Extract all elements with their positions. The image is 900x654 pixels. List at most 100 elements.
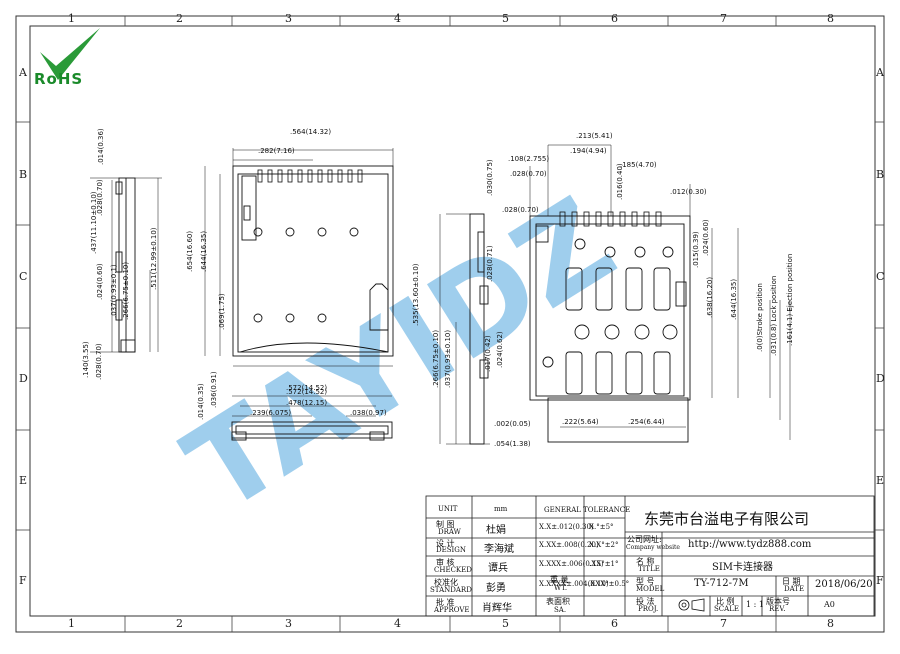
side-dimension-1: .030(0.75) — [486, 159, 494, 196]
approve-name: 肖辉华 — [482, 603, 512, 614]
surface-label: 表面积 — [546, 597, 570, 606]
side-dimension-4: .266(6.75±0.10) — [432, 329, 440, 388]
website-label-en: Company website — [626, 544, 680, 551]
approve-label-en: APPROVE — [434, 606, 470, 614]
grid-row-b-right: B — [876, 168, 885, 181]
main-dimension-10: .644(16.35) — [730, 278, 738, 320]
unit-label: UNIT — [438, 505, 458, 513]
left-dimension-2: .437(11.10±0.10) — [90, 191, 98, 254]
main-dimension-0: .213(5.41) — [576, 132, 613, 140]
main-view — [529, 144, 791, 443]
main-dimension-12: .254(6.44) — [628, 418, 665, 426]
left-dimension-5: .266(6.75±0.10) — [122, 261, 130, 320]
rev-label-en: REV. — [769, 605, 786, 613]
left-dimension-7: .140(3.55) — [82, 341, 90, 378]
main-dimension-13: .0(0)Stroke position — [756, 283, 764, 352]
grid-col-3-bottom: 3 — [285, 617, 292, 630]
left-dimension-8: .028(0.70) — [95, 343, 103, 380]
checked-label: 审 核 — [436, 558, 455, 567]
main-dimension-1: .108(2.755) — [508, 155, 550, 163]
date-value: 2018/06/20 — [815, 579, 873, 590]
top-dimension-3: .644(16.35) — [200, 230, 208, 272]
main-dimension-9: .638(16.20) — [706, 276, 714, 318]
grid-row-e: E — [19, 474, 28, 487]
model-label-en: MODEL — [636, 585, 665, 593]
left-dimension-4: .037(0.93±0.1) — [110, 264, 118, 318]
rev-value: A0 — [824, 600, 835, 609]
tol-3: X.XXX±.006(0.15) — [539, 560, 604, 568]
grid-row-f: F — [19, 574, 27, 587]
rohs-logo-text: RoHS — [34, 70, 84, 88]
draw-label: 制 图 — [436, 520, 455, 529]
grid-col-1-bottom: 1 — [68, 617, 75, 630]
top-dimension-1: .282(7.16) — [258, 147, 295, 155]
grid-row-d-right: D — [876, 372, 885, 385]
top-dimension-5: .572(14.52) — [286, 388, 328, 396]
grid-row-a-right: A — [876, 66, 884, 79]
top-dimension-0: .564(14.32) — [290, 128, 332, 136]
standard-label-en: STANDARD — [430, 586, 472, 594]
main-dimension-5: .016(0.40) — [616, 163, 624, 200]
surface-label-en: SA. — [554, 606, 567, 614]
bottom-dimension-2: .239(6.075) — [250, 409, 292, 417]
side-dimension-0: .028(0.70) — [502, 206, 539, 214]
draw-name: 杜娟 — [486, 525, 506, 536]
unit-value: mm — [494, 505, 508, 513]
grid-col-8-bottom: 8 — [827, 617, 834, 630]
scale-label: 比 例 — [716, 597, 735, 606]
bottom-dimension-0: .572(14.52) — [286, 384, 328, 392]
side-dimension-5: .037(0.93±0.10) — [444, 329, 452, 388]
bottom-dimension-3: .038(0.97) — [350, 409, 387, 417]
weight-label-en: WT. — [554, 584, 568, 592]
grid-col-2-bottom: 2 — [176, 617, 183, 630]
projection-symbol-icon — [678, 598, 705, 612]
grid-col-4-bottom: 4 — [394, 617, 401, 630]
bottom-view — [231, 395, 393, 441]
grid-col-1: 1 — [68, 12, 75, 25]
grid-row-d: D — [19, 372, 28, 385]
main-dimension-14: .031(0.8) Lock position — [770, 275, 778, 356]
website: http://www.tydz888.com — [688, 539, 812, 550]
grid-row-e-right: E — [876, 474, 885, 487]
scale-value: 1 : 1 — [746, 600, 764, 609]
title-block: UNIT mm GENERAL TOLERANCE 东莞市台溢电子有限公司 制 … — [426, 496, 874, 616]
design-label: 设 计 — [436, 539, 455, 548]
date-label-en: DATE — [784, 585, 805, 593]
grid-col-8: 8 — [827, 12, 834, 25]
projection-label: 投 法 — [636, 597, 655, 606]
main-dimension-7: .015(0.39) — [692, 231, 700, 268]
ang-2: X.X°±2° — [589, 541, 619, 549]
grid-col-6-bottom: 6 — [611, 617, 618, 630]
grid-col-5: 5 — [502, 12, 509, 25]
grid-col-6: 6 — [611, 12, 618, 25]
grid-col-3: 3 — [285, 12, 292, 25]
top-view — [204, 148, 394, 367]
part-name-label: 名 称 — [636, 557, 655, 566]
checked-name: 谭兵 — [488, 563, 508, 574]
model-number: TY-712-7M — [694, 578, 749, 589]
grid-col-7-bottom: 7 — [720, 617, 727, 630]
date-label: 日 期 — [782, 577, 801, 586]
side-dimension-8: .002(0.05) — [494, 420, 531, 428]
grid-row-c-right: C — [876, 270, 885, 283]
side-dimension-3: .028(0.71) — [486, 245, 494, 282]
grid-row-f-right: F — [876, 574, 884, 587]
left-dimension-0: .014(0.36) — [97, 128, 105, 165]
approve-label: 批 准 — [436, 598, 455, 607]
part-name: SIM卡连接器 — [712, 562, 774, 573]
grid-col-2: 2 — [176, 12, 183, 25]
rev-label: 版本号 — [766, 597, 790, 606]
model-label: 型 号 — [636, 577, 655, 586]
main-dimension-3: .185(4.70) — [620, 161, 657, 169]
main-dimension-11: .222(5.64) — [562, 418, 599, 426]
side-dimension-7: .024(0.62) — [496, 331, 504, 368]
ang-4: .XXX°±0.5° — [588, 580, 630, 588]
grid-col-5-bottom: 5 — [502, 617, 509, 630]
grid-row-c: C — [19, 270, 28, 283]
top-dimension-4: .069(1.75) — [218, 293, 226, 330]
standard-name: 彭勇 — [486, 583, 506, 594]
main-dimension-4: .028(0.70) — [510, 170, 547, 178]
draw-label-en: DRAW — [438, 528, 461, 536]
